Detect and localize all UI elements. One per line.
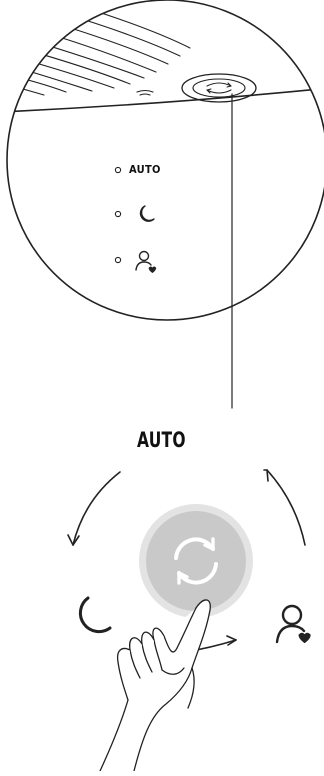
person-heart-icon: [275, 604, 311, 644]
vent-grille: [7, 0, 191, 96]
zoom-circle: [6, 0, 324, 321]
current-mode-label: AUTO: [137, 428, 186, 452]
cycle-arrows-icon: [206, 82, 232, 94]
zoom-control-button: [181, 73, 257, 103]
indicator-dot-sleep: [114, 210, 122, 218]
wifi-icon: [136, 89, 154, 96]
indicator-dot-auto: [114, 166, 122, 174]
device-top: [7, 0, 324, 113]
indicator-dot-favorite: [114, 256, 122, 264]
cycle-arrows-icon: [174, 537, 218, 585]
person-heart-icon: [135, 250, 157, 273]
moon-icon: [78, 596, 112, 634]
control-button: [139, 504, 253, 618]
finger-press: [99, 599, 211, 772]
moon-icon: [139, 205, 155, 222]
mode-label-auto: AUTO: [129, 163, 161, 176]
